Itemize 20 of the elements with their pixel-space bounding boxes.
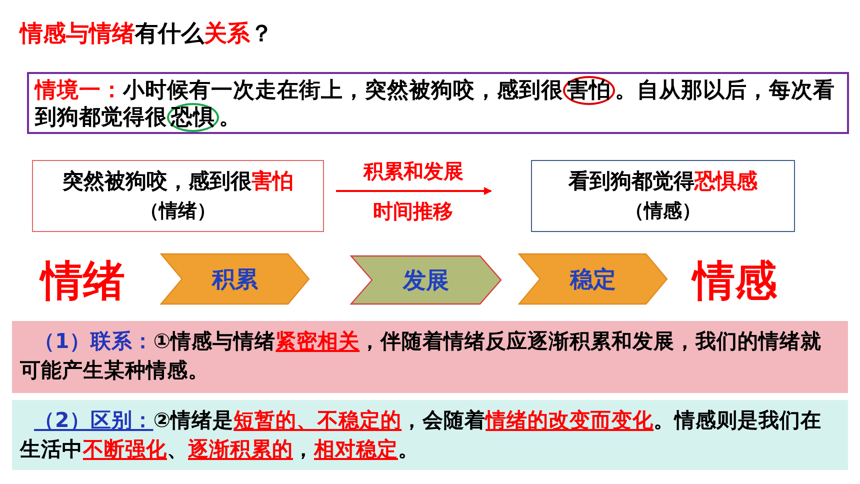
edge-label: 积累和发展	[362, 158, 464, 185]
box-text: 看到狗都觉得恐惧感	[568, 168, 758, 195]
scenario-text: 情境一：小时候有一次走在街上，突然被狗咬，感到很害怕。自从那以后，每次看到狗都觉得很恐惧。	[35, 77, 836, 131]
summary-band	[12, 321, 848, 393]
box-subtitle: （情绪）	[140, 199, 216, 224]
summary-band	[12, 400, 848, 470]
step-shape: 稳定	[518, 253, 668, 305]
arrow	[336, 187, 492, 195]
stage-word: 情感	[680, 250, 790, 312]
emotion-box	[531, 160, 795, 232]
scenario-box	[27, 72, 849, 134]
box-subtitle: （情感）	[625, 199, 701, 224]
caption-text: 时间推移	[372, 198, 454, 225]
emotion-box	[32, 160, 324, 232]
title: 情感与情绪有什么关系？	[20, 20, 273, 49]
stage-word: 情绪	[28, 250, 138, 312]
box-text: 突然被狗咬，感到很害怕	[62, 168, 294, 195]
step-shape: 发展	[350, 255, 502, 305]
step-shape: 积累	[160, 253, 310, 305]
summary-text: （1）联系：①情感与情绪紧密相关，伴随着情绪反应逐渐积累和发展，我们的情绪就可能产生某种情感。	[20, 328, 823, 384]
